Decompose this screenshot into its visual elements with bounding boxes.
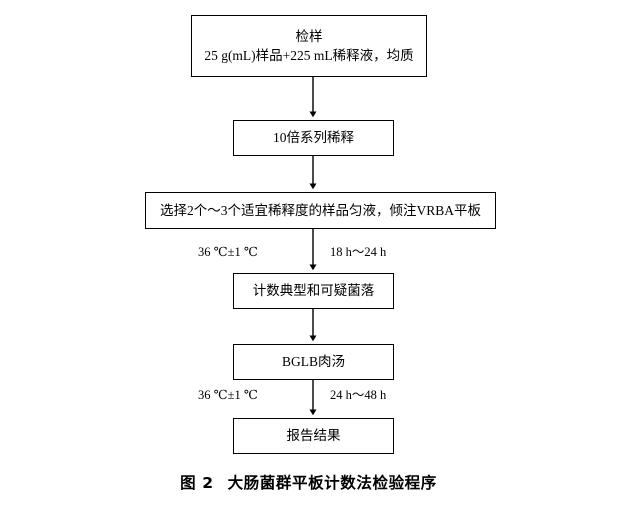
- flow-node-sample: 检样 25 g(mL)样品+225 mL稀释液，均质: [191, 15, 427, 77]
- flow-node-report-result: 报告结果: [233, 418, 394, 454]
- figure-caption-number: 图 2: [180, 474, 214, 492]
- flow-node-pour-vrba: 选择2个～3个适宜稀释度的样品匀液，倾注VRBA平板: [145, 192, 496, 229]
- flow-node-bglb-broth-label: BGLB肉汤: [281, 354, 345, 370]
- flow-node-pour-vrba-label: 选择2个～3个适宜稀释度的样品匀液，倾注VRBA平板: [159, 202, 481, 218]
- figure-caption-title: 大肠菌群平板计数法检验程序: [227, 474, 437, 492]
- edge-label-temperature-1: 36 ℃±1 ℃: [198, 245, 258, 259]
- flow-node-report-result-label: 报告结果: [286, 428, 341, 444]
- flow-node-bglb-broth: BGLB肉汤: [233, 344, 394, 380]
- edge-label-incubation-time-2: 24 h～48 h: [330, 388, 387, 402]
- flow-node-count-colonies: 计数典型和可疑菌落: [233, 273, 394, 309]
- figure-caption: 图 2 大肠菌群平板计数法检验程序: [0, 471, 617, 493]
- flow-node-count-colonies-label: 计数典型和可疑菌落: [252, 283, 375, 299]
- flow-node-sample-line-1: 检样: [295, 28, 323, 44]
- edge-label-incubation-time-1: 18 h～24 h: [330, 245, 387, 259]
- edge-label-temperature-2: 36 ℃±1 ℃: [198, 388, 258, 402]
- flow-node-dilution-label: 10倍系列稀释: [273, 130, 354, 146]
- flow-node-dilution: 10倍系列稀释: [233, 120, 394, 156]
- flow-node-sample-line-2: 25 g(mL)样品+225 mL稀释液，均质: [204, 48, 414, 63]
